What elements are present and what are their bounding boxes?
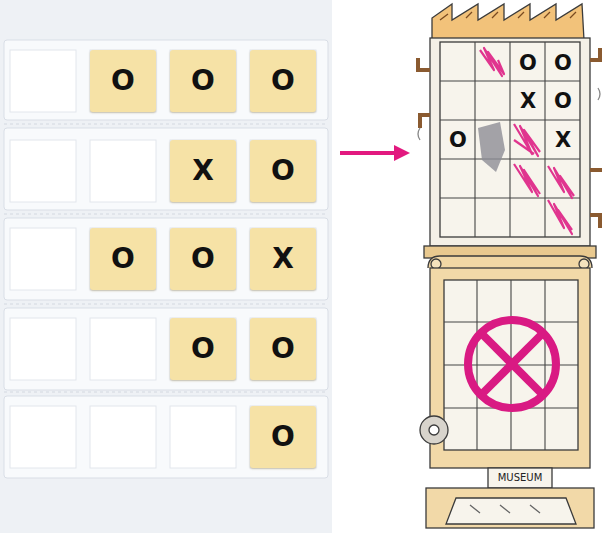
grid-mark: X — [520, 91, 536, 112]
tile-letter: X — [272, 245, 294, 273]
tile-letter: O — [271, 157, 295, 185]
pocket-seams — [4, 124, 328, 392]
pocket-slots — [10, 50, 316, 468]
tile-letter: O — [191, 67, 215, 95]
tile-letter: O — [111, 245, 135, 273]
gray-smudge — [478, 122, 505, 172]
letter-tile: X — [250, 228, 316, 290]
museum-sign: MUSEUM — [496, 472, 545, 484]
letter-tile: O — [90, 50, 156, 112]
grid-mark: O — [449, 130, 467, 151]
tile-letter: O — [191, 245, 215, 273]
letter-tile: O — [170, 318, 236, 380]
letter-tile: O — [170, 228, 236, 290]
tile-letter: O — [191, 335, 215, 363]
grid-mark: O — [554, 91, 572, 112]
letter-tile: X — [170, 140, 236, 202]
letter-tile: O — [170, 50, 236, 112]
prohibited-mark — [468, 320, 556, 408]
tile-letter: O — [271, 67, 295, 95]
pointer-arrow — [340, 145, 410, 161]
letter-tile: O — [250, 50, 316, 112]
pink-scribbles — [480, 48, 574, 234]
tile-letter: X — [192, 157, 214, 185]
letter-tile: O — [90, 228, 156, 290]
letter-tile: O — [250, 406, 316, 468]
letter-tile: O — [250, 140, 316, 202]
pocket-rows — [4, 40, 328, 478]
tile-letter: O — [111, 67, 135, 95]
panel-ground — [0, 0, 332, 533]
grid-mark: X — [555, 130, 571, 151]
museum-building — [414, 0, 606, 533]
grid-mark: O — [519, 53, 537, 74]
tile-letter: O — [271, 335, 295, 363]
grid-mark: O — [554, 53, 572, 74]
tile-letter: O — [271, 423, 295, 451]
letter-tile: O — [250, 318, 316, 380]
